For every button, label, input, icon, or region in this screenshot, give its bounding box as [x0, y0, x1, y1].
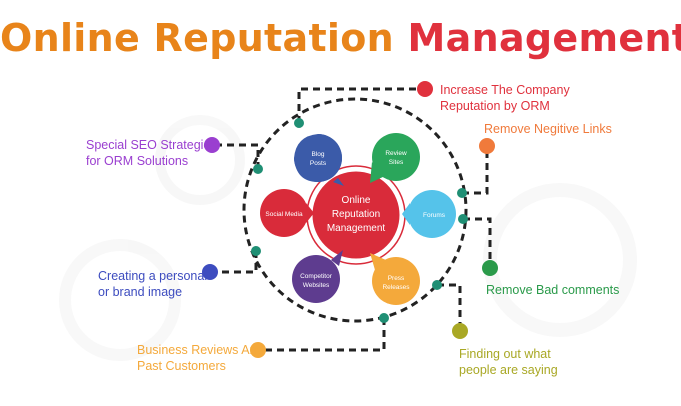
bubble-forums: Forums [402, 190, 456, 238]
label-personal-line-1: Creating a personal [98, 269, 208, 283]
label-seo-line-2: for ORM Solutions [86, 154, 189, 168]
label-finding-out: Finding out what people are saying [459, 346, 558, 378]
label-company-reputation: Increase The Company Reputation by ORM [440, 82, 570, 114]
label-negative-line-1: Remove Negitive Links [484, 122, 612, 136]
bubble-blog-posts: Blog Posts [294, 134, 344, 186]
bubble-press-shape [372, 257, 420, 305]
bubble-forums-shape [408, 190, 456, 238]
bubble-blog-line-1: Blog [311, 151, 324, 158]
endpoint-personal-dot [202, 264, 218, 280]
label-finding-line-2: people are saying [459, 363, 558, 377]
ring-dot-seo [253, 164, 263, 174]
bubble-social-media: Social Media [260, 189, 314, 237]
label-personal-line-2: or brand image [98, 285, 183, 299]
bubble-competitor-shape [292, 255, 340, 303]
center-line-2: Reputation [332, 209, 380, 220]
title-word-1: Online Reputation [0, 16, 395, 60]
label-personal-brand: Creating a personal or brand image [98, 268, 207, 300]
endpoint-negative-dot [479, 138, 495, 154]
ring-dot-negative [457, 188, 467, 198]
bubble-blog-line-2: Posts [310, 160, 327, 167]
page-title: Online Reputation Management [0, 16, 681, 60]
endpoint-company-dot [417, 81, 433, 97]
bubble-competitor-line-1: Competitor [300, 273, 333, 280]
bubble-social-shape [260, 189, 308, 237]
bubble-social-line-1: Social Media [265, 211, 303, 218]
endpoint-finding-dot [452, 323, 468, 339]
ring-dot-business [379, 313, 389, 323]
bubble-competitor-websites: Competitor Websites [292, 250, 343, 303]
endpoint-seo-dot [204, 137, 220, 153]
endpoint-bad-dot [482, 260, 498, 276]
label-business-reviews: Business Reviews And Past Customers [137, 342, 263, 374]
bubble-review-shape [372, 133, 420, 181]
title-word-2: Management [407, 16, 681, 60]
center-line-3: Management [327, 223, 386, 234]
bubble-press-line-2: Releases [382, 284, 410, 291]
connector-finding [437, 283, 462, 329]
ring-dot-personal [251, 246, 261, 256]
label-seo-strategies: Special SEO Strategies for ORM Solutions [86, 137, 217, 169]
bubble-press-releases: Press Releases [370, 253, 420, 305]
label-business-line-1: Business Reviews And [137, 343, 264, 357]
ring-dot-company [294, 118, 304, 128]
bubble-forums-line-1: Forums [423, 212, 446, 219]
label-remove-negative-links: Remove Negitive Links [484, 121, 612, 137]
bubble-review-line-1: Review [385, 150, 407, 157]
connector-seo [214, 143, 260, 169]
connector-lines [212, 87, 492, 352]
bubble-review-sites: Review Sites [370, 133, 420, 183]
connector-personal [212, 251, 258, 274]
label-finding-line-1: Finding out what [459, 347, 551, 361]
label-company-line-1: Increase The Company [440, 83, 570, 97]
ring-dot-bad [458, 214, 468, 224]
dashed-ring [242, 97, 468, 323]
endpoint-business-dot [250, 342, 266, 358]
ring-dot-finding [432, 280, 442, 290]
label-business-line-2: Past Customers [137, 359, 226, 373]
bubble-press-line-1: Press [388, 275, 405, 282]
bubble-review-line-2: Sites [389, 159, 404, 166]
label-company-line-2: Reputation by ORM [440, 99, 550, 113]
connector-negative [462, 146, 489, 195]
ring-dots [251, 118, 468, 323]
bubble-competitor-line-2: Websites [303, 282, 330, 289]
label-bad-line-1: Remove Bad comments [486, 283, 620, 297]
label-remove-bad-comments: Remove Bad comments [486, 282, 619, 298]
connector-business [255, 318, 386, 352]
center-line-1: Online [342, 195, 371, 206]
label-seo-line-1: Special SEO Strategies [86, 138, 217, 152]
connector-bad [463, 217, 492, 266]
